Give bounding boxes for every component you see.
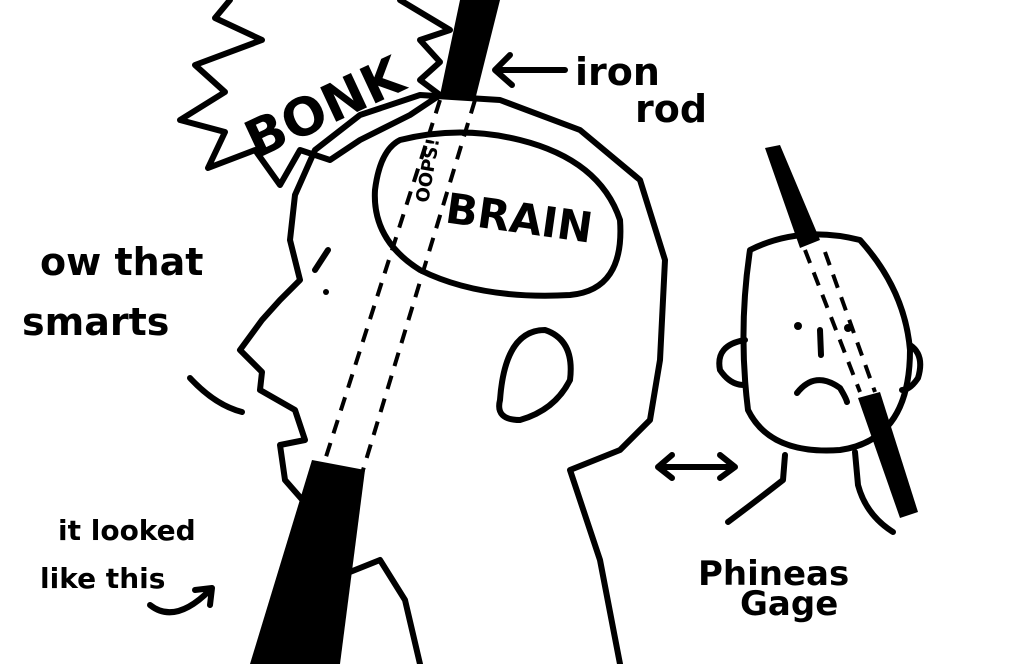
rod-path-left — [323, 99, 442, 461]
rod-label-2: rod — [635, 87, 707, 131]
note-line-1: it looked — [58, 514, 196, 547]
speech-line-2: smarts — [22, 300, 169, 344]
eye — [323, 289, 329, 295]
curved-arrow — [147, 585, 215, 616]
double-arrow — [655, 452, 738, 481]
name-line-2: Gage — [740, 584, 838, 624]
iron-rod-top — [440, 0, 500, 100]
brain-outline — [371, 129, 624, 299]
arrow-to-rod — [492, 52, 568, 88]
brain-label: BRAIN — [443, 184, 596, 253]
rod-label-1: iron — [575, 50, 660, 94]
name-line-1: Phineas — [698, 554, 849, 594]
iron-rod-bottom — [250, 460, 365, 664]
ear — [496, 327, 574, 423]
phineas-portrait: Phineas Gage — [698, 145, 924, 624]
eyebrow — [312, 247, 331, 273]
mouth-line — [187, 375, 245, 415]
rod-path-right — [358, 99, 477, 481]
note-line-2: like this — [40, 562, 165, 595]
speech-line-1: ow that — [40, 240, 203, 284]
